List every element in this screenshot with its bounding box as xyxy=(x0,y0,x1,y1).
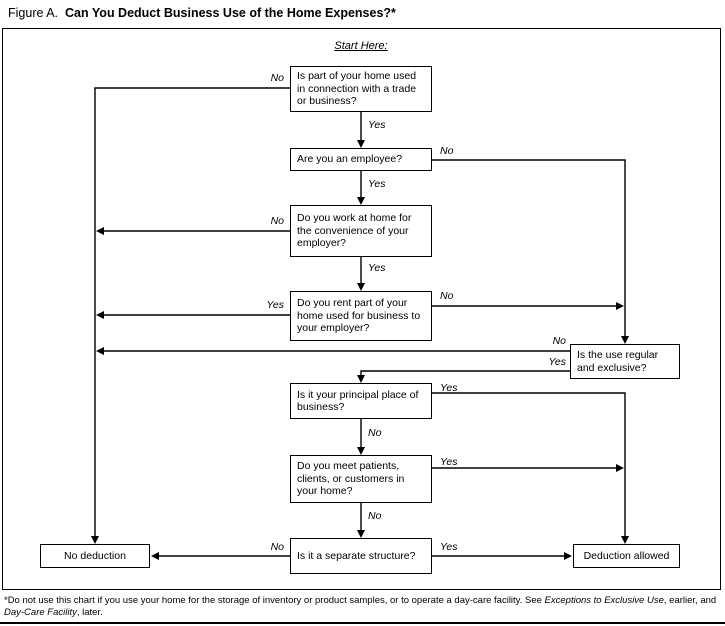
footnote-text-3: , later. xyxy=(76,606,103,618)
node-home-business-use: Is part of your home used in connection … xyxy=(290,66,432,112)
node-meet-patients: Do you meet patients, clients, or custom… xyxy=(290,455,432,503)
footnote: *Do not use this chart if you use your h… xyxy=(4,595,721,618)
regular-exclusive-yes-label: Yes xyxy=(548,356,566,368)
q4-no-label: No xyxy=(440,290,454,302)
node-no-deduction: No deduction xyxy=(40,544,150,568)
regular-exclusive-no-label: No xyxy=(552,335,566,347)
figure-label: Figure A. xyxy=(8,6,59,20)
node-rent-to-employer: Do you rent part of your home used for b… xyxy=(290,291,432,341)
q2-yes-label: Yes xyxy=(368,178,386,190)
start-here-label: Start Here: xyxy=(334,40,388,52)
q2-no-label: No xyxy=(440,145,454,157)
figure-title: Can You Deduct Business Use of the Home … xyxy=(65,6,396,20)
q5-yes-label: Yes xyxy=(440,382,458,394)
footnote-text-1: *Do not use this chart if you use your h… xyxy=(4,595,545,606)
q7-no-label: No xyxy=(270,541,284,553)
q1-no-label: No xyxy=(270,72,284,84)
footnote-text-2: , earlier, and xyxy=(663,595,717,606)
node-separate-structure: Is it a separate structure? xyxy=(290,538,432,574)
q6-no-label: No xyxy=(368,510,382,522)
figure-heading: Figure A. Can You Deduct Business Use of … xyxy=(8,6,396,20)
footnote-italic-exceptions: Exceptions to Exclusive Use xyxy=(544,595,664,606)
node-deduction-allowed: Deduction allowed xyxy=(573,544,680,568)
node-regular-exclusive: Is the use regular and exclusive? xyxy=(570,344,680,379)
node-employee: Are you an employee? xyxy=(290,148,432,171)
q4-yes-label: Yes xyxy=(266,299,284,311)
node-principal-place: Is it your principal place of business? xyxy=(290,383,432,419)
q6-yes-label: Yes xyxy=(440,456,458,468)
q3-no-label: No xyxy=(270,215,284,227)
bottom-rule xyxy=(0,622,725,624)
q5-no-label: No xyxy=(368,427,382,439)
q7-yes-label: Yes xyxy=(440,541,458,553)
footnote-italic-daycare: Day-Care Facility xyxy=(4,606,77,618)
q3-yes-label: Yes xyxy=(368,262,386,274)
q1-yes-label: Yes xyxy=(368,119,386,131)
node-work-convenience: Do you work at home for the convenience … xyxy=(290,205,432,257)
